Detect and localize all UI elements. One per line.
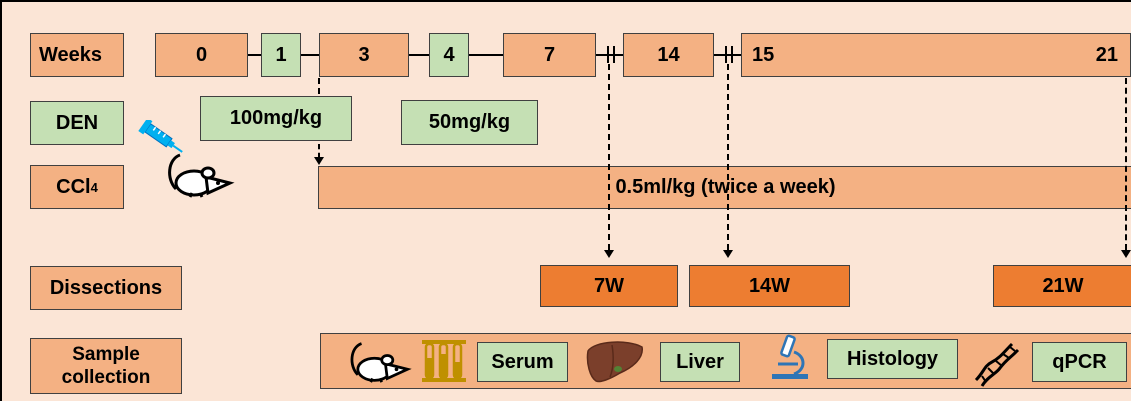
dissection-14w: 14W bbox=[689, 265, 850, 307]
den-dose-second: 50mg/kg bbox=[401, 100, 538, 145]
sample-liver: Liver bbox=[660, 342, 740, 382]
sample-histology: Histology bbox=[827, 339, 958, 379]
timeline-week-15-21: 15 21 bbox=[741, 33, 1131, 77]
timeline-week-4: 4 bbox=[429, 33, 469, 77]
timeline-week-21-label: 21 bbox=[1096, 44, 1118, 67]
timeline-week-1: 1 bbox=[261, 33, 301, 77]
timeline-line-4-7 bbox=[469, 54, 503, 56]
mouse-icon bbox=[344, 338, 414, 384]
dna-icon bbox=[970, 336, 1022, 388]
row-label-den: DEN bbox=[30, 101, 124, 145]
week3-dash-lower bbox=[318, 144, 320, 158]
timeline-break-tick bbox=[607, 46, 609, 63]
timeline-break-tick bbox=[725, 46, 727, 63]
dissection-7w-arrow bbox=[604, 250, 614, 258]
row-label-dissections: Dissections bbox=[30, 266, 182, 310]
timeline-line-3-4 bbox=[409, 54, 429, 56]
dissection-21w-dash bbox=[1125, 78, 1127, 250]
timeline-week-0: 0 bbox=[155, 33, 248, 77]
dissection-14w-arrow bbox=[723, 250, 733, 258]
dissection-21w-arrow bbox=[1121, 250, 1131, 258]
dissection-7w: 7W bbox=[540, 265, 678, 307]
ccl4-base-text: CCl bbox=[56, 176, 90, 199]
ccl4-subscript: 4 bbox=[91, 180, 98, 195]
dissection-21w: 21W bbox=[993, 265, 1131, 307]
timeline-line-14-15 bbox=[714, 54, 741, 56]
row-label-sample-collection: Sample collection bbox=[30, 338, 182, 394]
microscope-icon bbox=[768, 334, 812, 382]
liver-icon bbox=[584, 337, 646, 385]
timeline-line-0-1 bbox=[248, 54, 261, 56]
timeline-break-tick bbox=[613, 46, 615, 63]
sample-label-line1: Sample bbox=[72, 343, 140, 366]
timeline-break-tick bbox=[731, 46, 733, 63]
den-dose-first: 100mg/kg bbox=[200, 96, 352, 141]
timeline-week-14: 14 bbox=[623, 33, 714, 77]
timeline-line-1-3 bbox=[301, 54, 319, 56]
timeline-week-3: 3 bbox=[319, 33, 409, 77]
week3-dash-upper bbox=[318, 78, 320, 94]
sample-qpcr: qPCR bbox=[1032, 342, 1127, 382]
sample-label-line2: collection bbox=[62, 366, 151, 389]
test-tubes-icon bbox=[420, 338, 468, 384]
timeline-line-7-14 bbox=[596, 54, 623, 56]
timeline-week-15-label: 15 bbox=[752, 44, 774, 67]
dissection-7w-dash bbox=[608, 64, 610, 250]
ccl4-dose-bar: 0.5ml/kg (twice a week) bbox=[318, 166, 1131, 209]
sample-serum: Serum bbox=[477, 342, 568, 382]
row-label-weeks: Weeks bbox=[30, 33, 124, 77]
week3-arrow-head bbox=[314, 157, 324, 165]
mouse-icon bbox=[162, 149, 236, 199]
dissection-14w-dash bbox=[727, 64, 729, 250]
timeline-week-7: 7 bbox=[503, 33, 596, 77]
